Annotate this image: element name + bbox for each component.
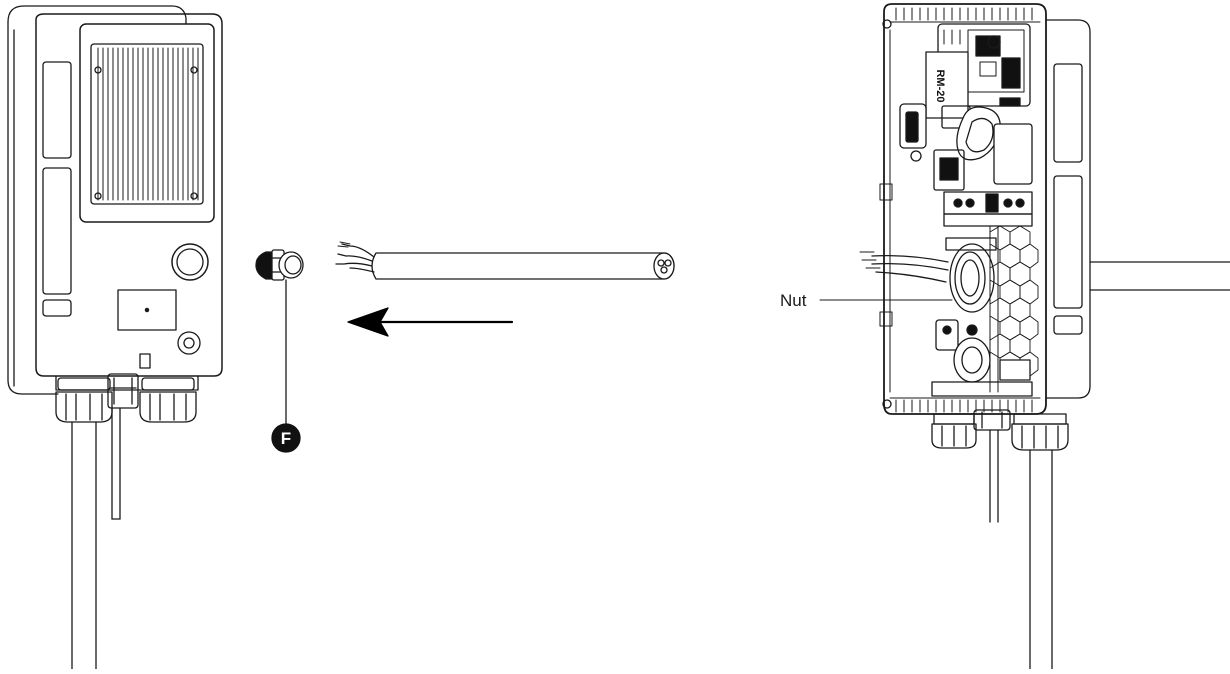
bottom-ribs [895, 399, 1033, 413]
heatsink-fins [97, 47, 199, 201]
cable-gland-left-1 [55, 377, 113, 423]
cable-gland-left-3 [139, 377, 197, 423]
terminal-block [943, 191, 1033, 227]
power-cable [335, 241, 675, 280]
callout-f-letter: F [281, 429, 291, 448]
cable-gland-right-1 [931, 413, 977, 449]
nut-callout-label: Nut [780, 291, 807, 310]
top-ribs [895, 7, 1033, 21]
callout-f-badge [271, 423, 301, 453]
gland-part-f [255, 249, 304, 453]
insertion-arrow [347, 307, 514, 337]
cable-gland-right-2 [973, 409, 1011, 431]
pcb-board [925, 23, 1031, 129]
charger-closed [7, 5, 223, 670]
honeycomb-vent [989, 225, 1039, 377]
board-label: RM-20 [934, 69, 946, 102]
inner-gland-nut [945, 237, 997, 313]
charger-open: RM-20 [859, 3, 1230, 670]
cable-gland-left-2 [107, 373, 139, 409]
cable-gland-right-3 [1011, 413, 1069, 451]
